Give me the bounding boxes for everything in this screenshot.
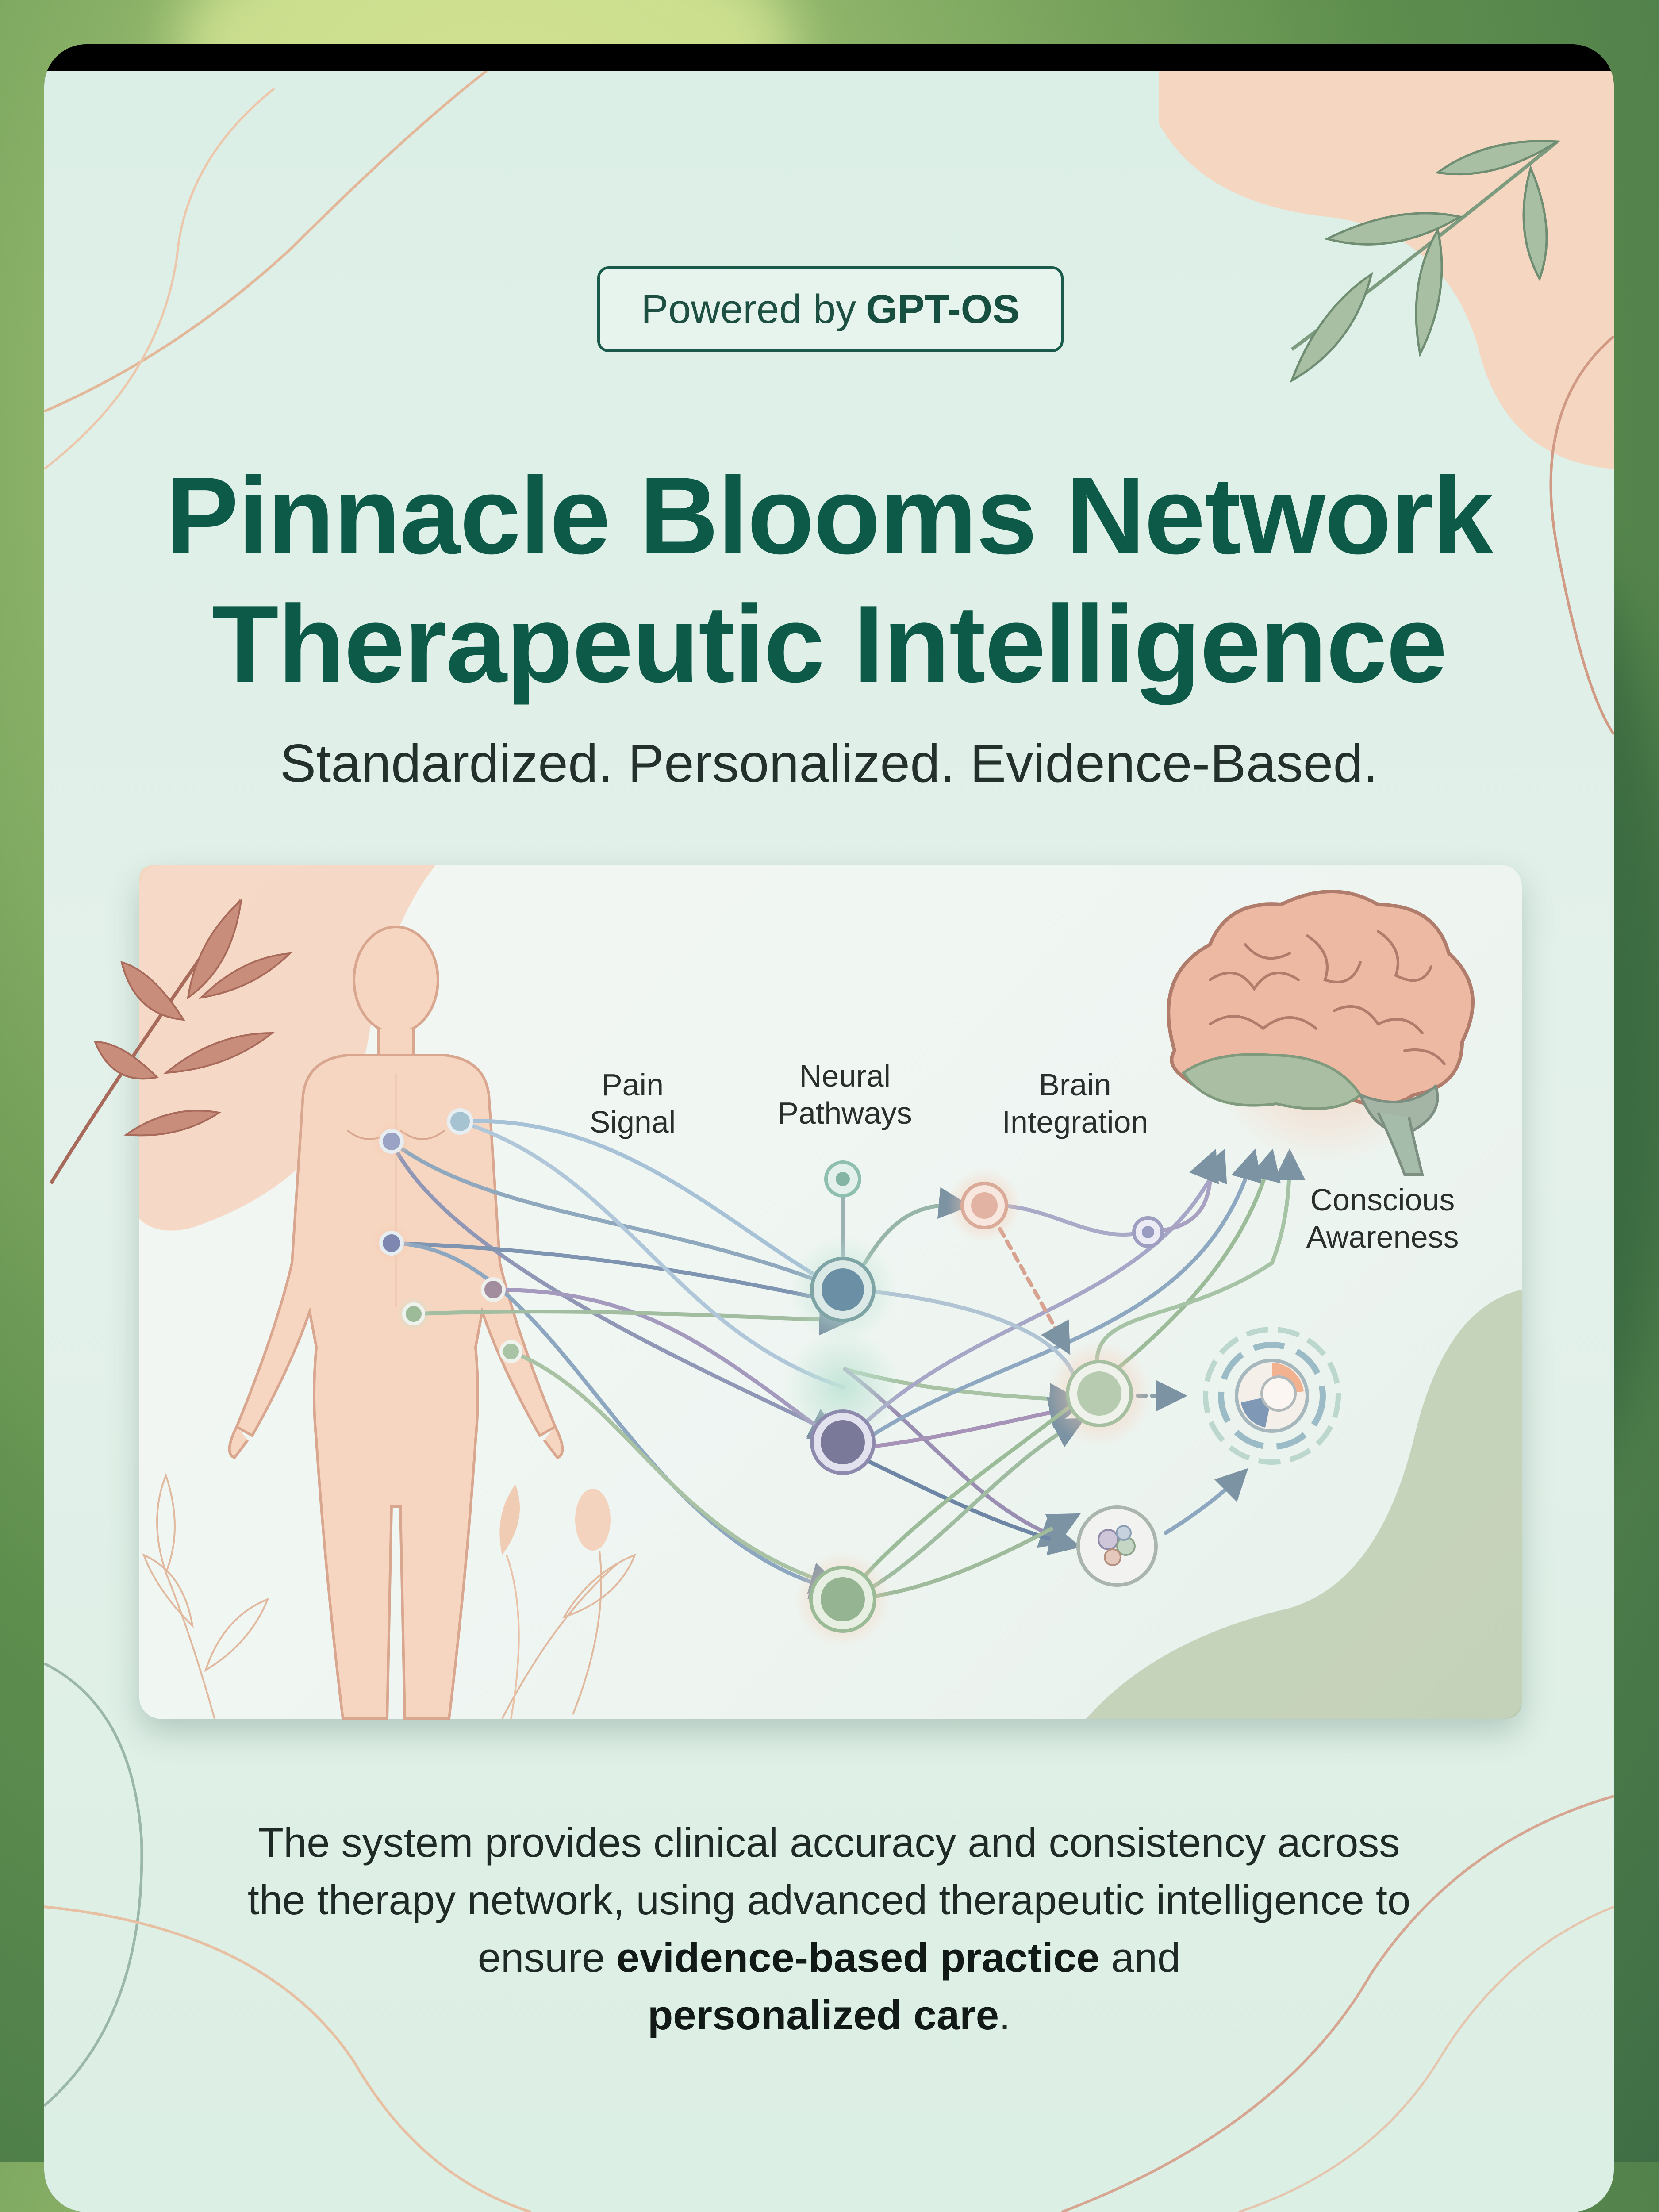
human-body-figure <box>228 926 564 1720</box>
pain-pathway-diagram: Pain Signal Neural Pathways Brain Integr… <box>49 865 1522 1720</box>
description-bold-1: evidence-based practice <box>616 1934 1100 1981</box>
description-part-1: The system provides clinical accuracy an… <box>247 1819 1411 1981</box>
tagline: Standardized. Personalized. Evidence-Bas… <box>280 733 1379 793</box>
description-part-2: and <box>1111 1934 1181 1981</box>
leaf-branch-icon <box>49 898 292 1185</box>
label-conscious-line-2: Awareness <box>1306 1220 1459 1254</box>
badge-brand: GPT-OS <box>866 286 1020 332</box>
description-text: The system provides clinical accuracy an… <box>243 1814 1415 2044</box>
description-part-3: . <box>999 1992 1011 2038</box>
label-pain-signal: Pain Signal <box>590 1066 676 1141</box>
label-neural-pathways: Neural Pathways <box>778 1057 912 1132</box>
leaf-sprig-icon <box>1290 140 1561 383</box>
label-brain-integration: Brain Integration <box>1002 1066 1148 1141</box>
label-brain-line-1: Brain <box>1039 1068 1111 1102</box>
label-conscious-line-1: Conscious <box>1310 1183 1455 1217</box>
powered-by-badge: Powered by GPT-OS <box>597 266 1064 352</box>
label-pain-line-1: Pain <box>601 1068 664 1102</box>
label-neural-line-2: Pathways <box>778 1096 912 1130</box>
description-bold-2: personalized care <box>647 1992 999 2038</box>
diagram-illustration <box>49 865 1522 1720</box>
neural-nodes <box>371 1108 1341 1648</box>
label-conscious-awareness: Conscious Awareness <box>1306 1181 1459 1256</box>
screen: Powered by GPT-OS Pinnacle Blooms Networ… <box>44 71 1614 2212</box>
brain-icon <box>1167 890 1475 1176</box>
badge-prefix: Powered by <box>641 286 856 332</box>
label-neural-line-1: Neural <box>799 1059 891 1093</box>
label-pain-line-2: Signal <box>589 1105 676 1139</box>
label-brain-line-2: Integration <box>1002 1105 1148 1139</box>
title-line-1: Pinnacle Blooms Network <box>165 454 1494 577</box>
page-title: Pinnacle Blooms Network Therapeutic Inte… <box>44 451 1614 708</box>
title-line-2: Therapeutic Intelligence <box>211 582 1448 705</box>
device-frame: Powered by GPT-OS Pinnacle Blooms Networ… <box>44 44 1614 2212</box>
